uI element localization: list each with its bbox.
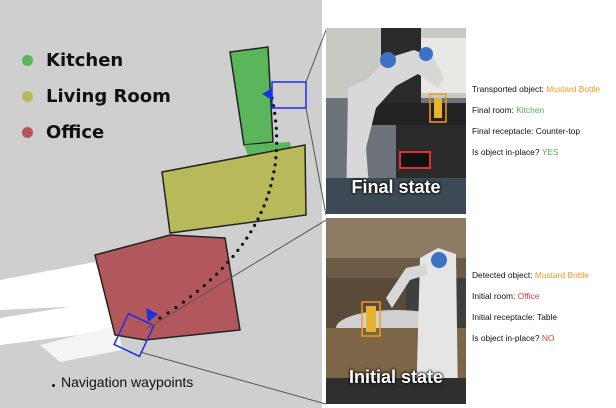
waypoint-dot <box>231 254 235 259</box>
legend-dot-icon <box>22 55 33 66</box>
room-living-room-region <box>161 144 307 234</box>
final-state-photo: Final state <box>326 28 466 214</box>
waypoint-dot <box>274 156 278 160</box>
waypoint-dot <box>236 248 240 252</box>
info-label: Is object in-place? <box>472 333 542 343</box>
info-row: Initial room: Office <box>472 291 589 302</box>
info-value: Mustard Bottle <box>534 270 589 280</box>
info-label: Final receptacle: Counter-top <box>472 126 580 136</box>
robot-marker-final <box>262 88 272 100</box>
waypoint-dot <box>256 217 260 221</box>
info-row: Transported object: Mustard Bottle <box>472 84 600 95</box>
info-label: Final room: <box>472 105 517 115</box>
waypoint-dot <box>195 289 200 293</box>
info-label: Transported object: <box>472 84 547 94</box>
waypoint-dot <box>240 242 245 246</box>
info-label: Initial receptacle: Table <box>472 312 558 322</box>
info-row: Is object in-place? YES <box>472 147 600 158</box>
info-row: Initial receptacle: Table <box>472 312 589 323</box>
connector-line <box>147 219 326 329</box>
waypoint-dot <box>275 141 279 145</box>
initial-state-photo: Initial state <box>326 218 466 404</box>
info-label: Detected object: <box>472 270 535 280</box>
legend-dot-icon <box>22 91 33 102</box>
legend-label: Living Room <box>46 86 171 107</box>
free-space <box>0 262 110 310</box>
waypoint-dot <box>226 260 230 264</box>
waypoint-dot <box>274 126 278 130</box>
waypoint-dot <box>259 210 263 215</box>
connector-line <box>139 351 326 405</box>
waypoint-dot <box>166 311 170 315</box>
waypoint-dot <box>270 177 275 181</box>
final-state-caption: Final state <box>351 177 441 197</box>
legend-dot-icon <box>22 127 33 138</box>
waypoint-dot <box>253 223 257 227</box>
legend-item-office: Office <box>22 122 104 143</box>
info-value: Office <box>517 291 540 301</box>
waypoint-dot <box>265 197 269 201</box>
legend-label: Kitchen <box>46 50 124 71</box>
room-kitchen-region <box>229 46 274 146</box>
info-row: Is object in-place? NO <box>472 333 589 344</box>
waypoint-dot <box>269 184 273 188</box>
info-value: Mustard Bottle <box>546 84 601 94</box>
info-row: Detected object: Mustard Bottle <box>472 270 589 281</box>
waypoint-dot <box>272 170 276 174</box>
initial-highlight-box <box>113 312 155 358</box>
free-space <box>40 325 122 362</box>
legend-item-living-room: Living Room <box>22 86 171 107</box>
initial-state-caption: Initial state <box>348 367 444 387</box>
waypoint-dot <box>215 272 219 276</box>
waypoint-dot <box>158 316 162 320</box>
waypoint-dot <box>220 266 224 270</box>
waypoint-dot-icon <box>52 383 55 387</box>
waypoint-dot <box>249 230 253 234</box>
waypoints-legend-label: Navigation waypoints <box>61 374 194 390</box>
waypoint-dot <box>274 148 278 153</box>
waypoint-dot <box>275 134 279 138</box>
waypoint-dot <box>174 305 178 310</box>
info-value: NO <box>541 333 555 343</box>
waypoints <box>158 96 279 320</box>
waypoint-dot <box>262 204 266 208</box>
legend-label: Office <box>46 122 105 143</box>
waypoint-dot <box>181 300 185 304</box>
info-label: Initial room: <box>472 291 518 301</box>
info-row: Final receptacle: Counter-top <box>472 126 600 137</box>
waypoint-dot <box>273 111 277 115</box>
room-office-region <box>94 234 241 341</box>
info-value: YES <box>541 147 559 157</box>
info-label: Is object in-place? <box>472 147 542 157</box>
legend-item-kitchen: Kitchen <box>22 50 123 71</box>
initial-state-image <box>326 218 466 404</box>
robot-marker-initial <box>146 308 158 322</box>
waypoint-dot <box>267 190 271 195</box>
final-state-image <box>326 28 466 214</box>
waypoint-dot <box>202 284 206 288</box>
waypoint-dot <box>245 236 249 240</box>
waypoint-dot <box>208 278 213 282</box>
connector-line <box>305 107 326 216</box>
waypoints-legend: Navigation waypoints <box>52 374 193 390</box>
waypoint-dot <box>189 295 193 299</box>
waypoint-dot <box>273 163 277 167</box>
semantic-map <box>0 0 326 408</box>
info-value: Kitchen <box>516 105 545 115</box>
connector-line <box>305 29 326 83</box>
waypoint-dot <box>274 119 278 123</box>
info-row: Final room: Kitchen <box>472 105 600 116</box>
